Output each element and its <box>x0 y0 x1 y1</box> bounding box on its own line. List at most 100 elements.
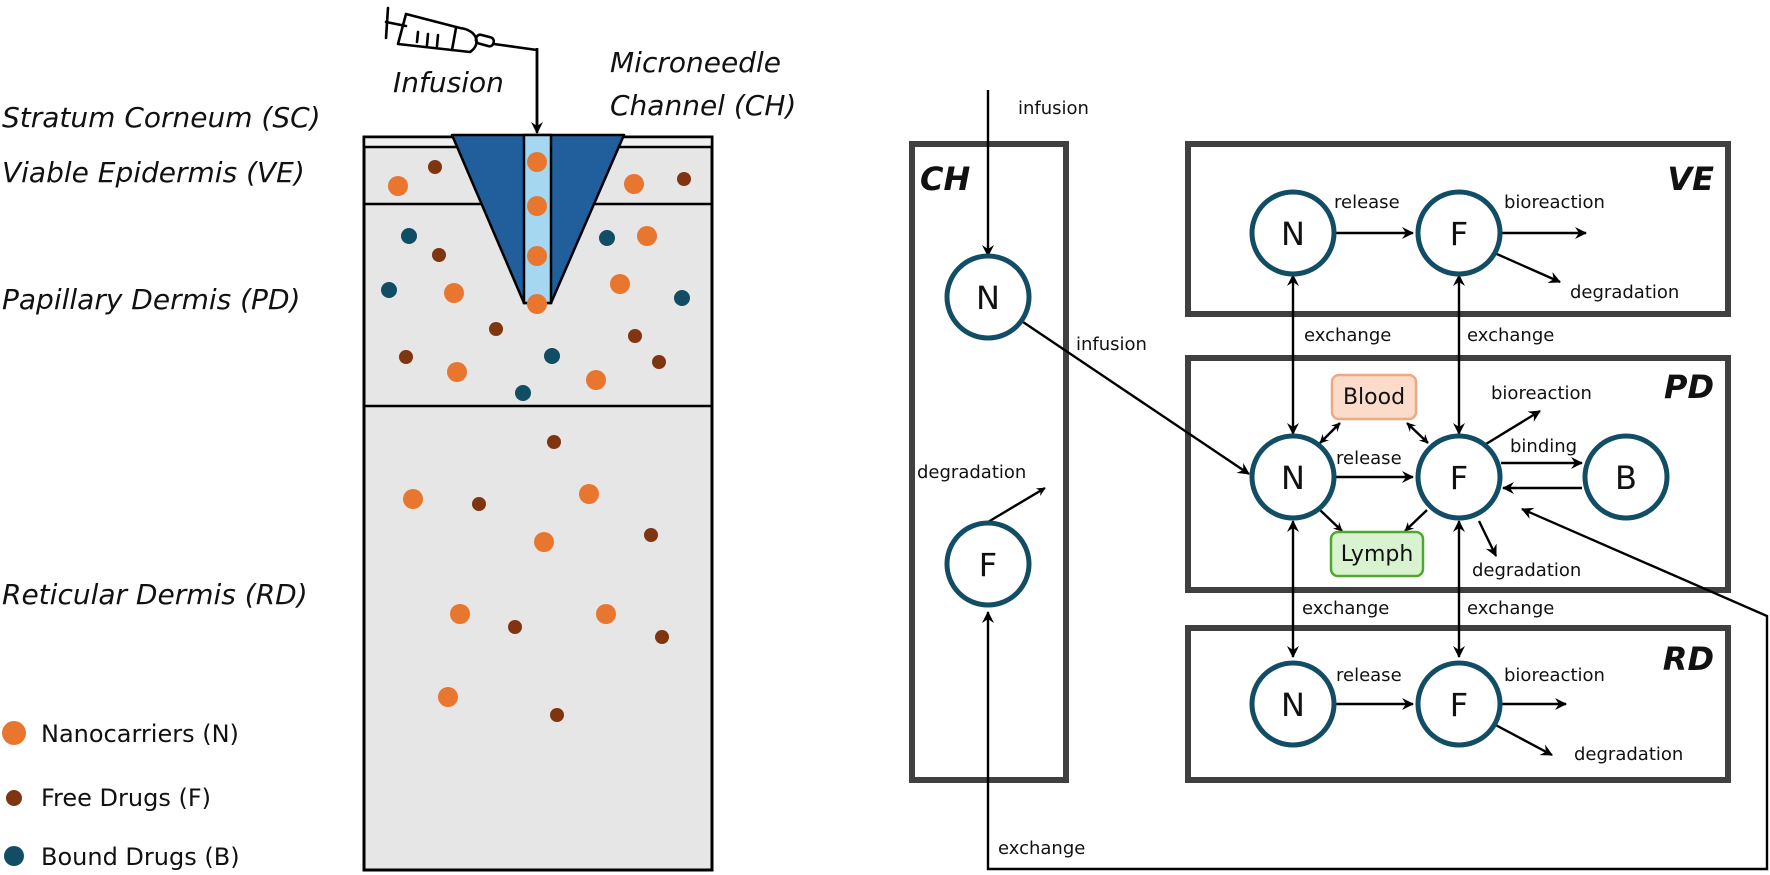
legend-label-bound-drug: Bound Drugs (B) <box>41 843 240 871</box>
skin-cross-section <box>362 133 714 872</box>
edge-pd-f-lymph <box>1404 509 1428 532</box>
nanocarrier-particle <box>596 604 616 624</box>
nanocarrier-particle <box>586 370 606 390</box>
free-drug-particle <box>652 355 666 369</box>
layer-label-ve: Viable Epidermis (VE) <box>2 156 305 189</box>
label-pd-release: release <box>1336 448 1402 469</box>
nanocarrier-particle <box>444 283 464 303</box>
label-ch-degradation: degradation <box>917 462 1026 483</box>
label-rd-degradation: degradation <box>1574 744 1683 765</box>
free-drug-particle <box>428 160 442 174</box>
label-ve-bioreaction: bioreaction <box>1504 192 1605 213</box>
node-ch-n <box>944 253 1032 341</box>
node-ve-f <box>1415 189 1503 277</box>
label-pd-bioreaction: bioreaction <box>1491 383 1592 404</box>
free-drug-particle <box>644 528 658 542</box>
free-drug-particle <box>550 708 564 722</box>
pool-lymph <box>1329 530 1425 578</box>
label-ve-degradation: degradation <box>1570 282 1679 303</box>
free-drug-particle <box>472 497 486 511</box>
bound-drug-particle <box>544 348 560 364</box>
nanocarrier-particle <box>624 174 644 194</box>
needle-label-line1: Microneedle <box>610 46 781 79</box>
nanocarrier-particle <box>388 176 408 196</box>
legend-label-nanocarrier: Nanocarriers (N) <box>41 720 239 748</box>
node-ve-n <box>1249 189 1337 277</box>
free-drug-particle <box>432 248 446 262</box>
legend: Nanocarriers (N) Free Drugs (F) Bound Dr… <box>2 720 240 871</box>
nanocarrier-particle <box>527 196 547 216</box>
label-pd-binding: binding <box>1510 436 1577 457</box>
label-rd-bioreaction: bioreaction <box>1504 665 1605 686</box>
node-pd-n-label: N <box>1281 459 1305 497</box>
free-drug-particle <box>508 620 522 634</box>
edge-rd-degradation <box>1489 720 1553 757</box>
label-ve-release: release <box>1334 192 1400 213</box>
nanocarrier-particle <box>450 604 470 624</box>
nanocarrier-particle <box>527 152 547 172</box>
edge-ch-n-to-pd-n <box>1022 321 1250 475</box>
nanocarrier-particle <box>637 226 657 246</box>
nodes: N F N F N F B N F <box>944 189 1670 748</box>
free-drug-particle <box>399 350 413 364</box>
node-ve-n-label: N <box>1281 215 1305 253</box>
node-pd-n <box>1249 433 1337 521</box>
nanocarrier-particle <box>527 294 547 314</box>
edge-ve-degradation <box>1489 249 1561 284</box>
edge-labels: infusion infusion degradation exchange r… <box>917 98 1683 859</box>
label-exchange-ve-pd-f: exchange <box>1467 325 1554 346</box>
label-exchange-ve-pd-n: exchange <box>1304 325 1391 346</box>
free-drug-particle <box>628 329 642 343</box>
compartment-title-rd: RD <box>1663 640 1714 678</box>
legend-swatch-bound-drug <box>4 846 24 866</box>
pool-lymph-label: Lymph <box>1341 542 1414 567</box>
compartment-title-ve: VE <box>1667 160 1714 198</box>
free-drug-particle <box>677 172 691 186</box>
node-rd-n-label: N <box>1281 686 1305 724</box>
needle-label-line2: Channel (CH) <box>610 89 796 122</box>
edge-exchange-loop <box>982 507 1769 871</box>
label-rd-release: release <box>1336 665 1402 686</box>
label-infusion-top: infusion <box>1018 98 1089 119</box>
node-pd-b <box>1582 433 1670 521</box>
node-pd-f <box>1415 433 1503 521</box>
edge-pd-f-blood <box>1406 422 1429 444</box>
legend-swatch-nanocarrier <box>2 721 26 745</box>
particles <box>381 152 691 722</box>
node-ve-f-label: F <box>1450 215 1468 253</box>
nanocarrier-particle <box>534 532 554 552</box>
edge-pd-bioreaction <box>1485 409 1541 446</box>
free-drug-particle <box>489 322 503 336</box>
bound-drug-particle <box>401 228 417 244</box>
legend-swatch-free-drug <box>6 790 22 806</box>
edge-pd-degradation <box>1477 520 1498 557</box>
layer-label-sc: Stratum Corneum (SC) <box>2 101 321 134</box>
free-drug-particle <box>547 435 561 449</box>
layer-label-pd: Papillary Dermis (PD) <box>2 283 300 316</box>
compartment-title-ch: CH <box>920 160 970 198</box>
node-ch-f <box>944 520 1032 608</box>
edge-pd-n-lymph <box>1319 509 1343 532</box>
legend-label-free-drug: Free Drugs (F) <box>41 784 211 812</box>
edge-pd-n-blood <box>1319 422 1341 444</box>
pool-blood <box>1330 373 1418 421</box>
nanocarrier-particle <box>403 489 423 509</box>
label-exchange-pd-rd-f: exchange <box>1467 598 1554 619</box>
nanocarrier-particle <box>610 274 630 294</box>
label-pd-degradation: degradation <box>1472 560 1581 581</box>
nanocarrier-particle <box>527 246 547 266</box>
nanocarrier-particle <box>438 687 458 707</box>
node-rd-f-label: F <box>1450 686 1468 724</box>
node-rd-n <box>1249 660 1337 748</box>
node-ch-n-label: N <box>976 279 1000 317</box>
bound-drug-particle <box>515 385 531 401</box>
edges <box>982 90 1769 871</box>
free-drug-particle <box>655 630 669 644</box>
node-ch-f-label: F <box>979 546 997 584</box>
layer-label-rd: Reticular Dermis (RD) <box>2 578 308 611</box>
nanocarrier-particle <box>447 362 467 382</box>
label-infusion-ch-pd: infusion <box>1076 334 1147 355</box>
node-rd-f <box>1415 660 1503 748</box>
edge-ch-f-degradation <box>987 486 1046 524</box>
